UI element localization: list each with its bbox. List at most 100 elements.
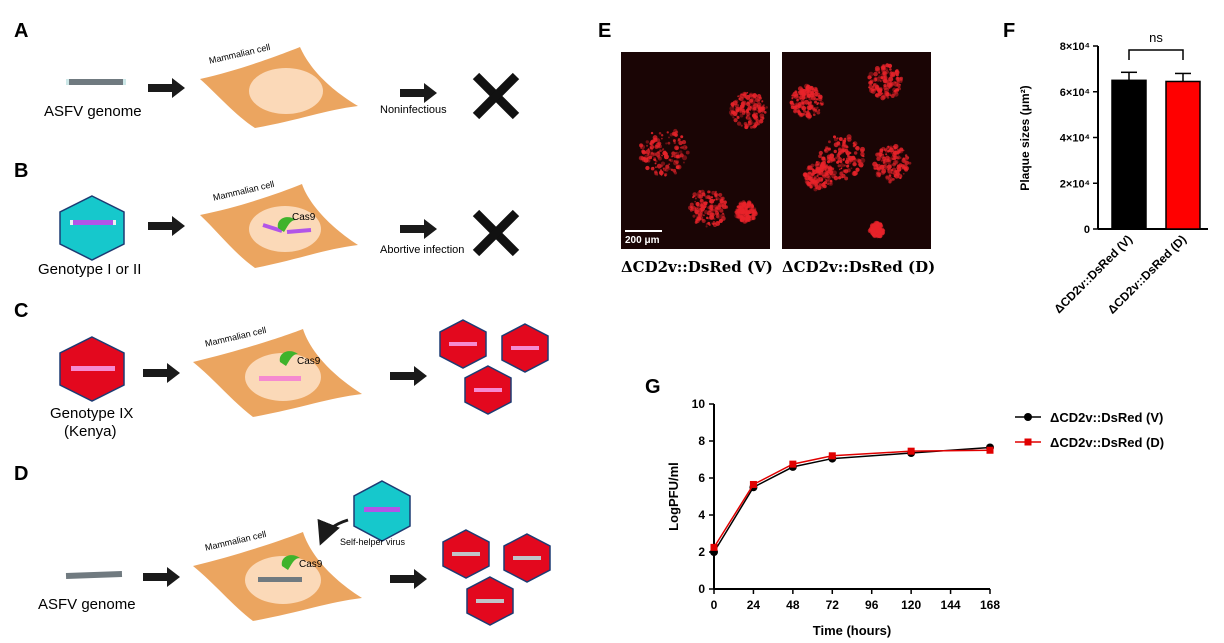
plaque-speck <box>754 114 757 117</box>
genotype-ix-label: Genotype IX <box>50 405 134 422</box>
plaque-speck <box>658 170 664 176</box>
y-tick-label: 10 <box>692 397 706 411</box>
plaque-speck <box>671 155 674 158</box>
plaque-speck <box>890 172 894 175</box>
plaque-speck <box>872 232 876 237</box>
plaque-speck <box>742 214 746 217</box>
plaque-speck <box>752 104 755 107</box>
plaque-speck <box>825 173 830 179</box>
plaque-speck <box>838 147 842 151</box>
plaque-speck <box>688 205 693 211</box>
data-point <box>749 480 757 488</box>
plaque-speck <box>872 161 878 167</box>
plaque-speck <box>706 216 709 220</box>
plaque-speck <box>730 102 735 107</box>
plaque-speck <box>673 154 678 158</box>
plaque-speck <box>844 159 849 164</box>
plaque-speck <box>813 86 818 92</box>
plaque-speck <box>876 156 881 162</box>
fragmented-viral-dna <box>262 223 283 233</box>
plaque-speck <box>640 146 643 149</box>
plaque-speck <box>758 119 764 124</box>
plaque-speck <box>646 157 649 160</box>
plaque-speck <box>680 135 684 139</box>
viral-dna <box>259 376 301 381</box>
plaque-speck <box>895 77 900 81</box>
genotype-i-ii-label: Genotype I or II <box>38 261 142 278</box>
plaque-speck <box>838 168 841 171</box>
plaque-speck <box>829 179 833 183</box>
plaque-speck <box>746 101 751 107</box>
x-tick-label: 0 <box>711 598 718 612</box>
plaque-speck <box>739 113 744 118</box>
plaque-speck <box>881 168 887 174</box>
plaque-speck <box>824 164 829 170</box>
plaque-speck <box>885 153 888 156</box>
plaque-speck <box>745 208 748 212</box>
plaque-speck <box>894 152 896 155</box>
x-tick-label: 48 <box>786 598 800 612</box>
plaque-speck <box>820 178 824 181</box>
plaque-speck <box>903 166 907 169</box>
plaque-speck <box>651 138 657 144</box>
plaque-speck <box>868 84 873 89</box>
plaque-speck <box>874 226 877 229</box>
y-tick-label: 2×10⁴ <box>1060 178 1090 190</box>
plaque-speck <box>853 151 858 155</box>
plaque-speck <box>674 145 679 151</box>
plaque-speck <box>744 123 749 129</box>
plaque-speck <box>815 161 821 166</box>
plaque-speck <box>840 167 843 170</box>
plaque-speck <box>888 84 893 89</box>
plaque-speck <box>842 169 846 173</box>
plaque-speck <box>705 225 708 228</box>
panel-letter-d: D <box>14 463 29 485</box>
plaque-speck <box>858 162 864 168</box>
plaque-speck <box>708 197 711 200</box>
plaque-speck <box>824 168 827 172</box>
plaque-speck <box>669 132 674 137</box>
plaque-speck <box>655 142 661 148</box>
plaque-speck <box>711 222 714 225</box>
micrograph-caption-v: ΔCD2v::DsRed (V) <box>621 258 773 276</box>
plaque-speck <box>817 186 822 191</box>
plaque-speck <box>671 151 676 156</box>
plaque-speck <box>875 67 881 73</box>
plaque-speck <box>737 95 740 98</box>
plaque-speck <box>894 150 897 153</box>
y-tick-label: 8 <box>698 434 705 448</box>
plaque-speck <box>719 209 724 213</box>
x-axis-label: Time (hours) <box>813 623 892 638</box>
plaque-speck <box>714 190 717 193</box>
plaque-speck <box>742 201 747 206</box>
plaque-speck <box>806 84 810 88</box>
plaque-speck <box>752 94 755 97</box>
plaque-speck <box>852 155 854 158</box>
plaque-speck <box>712 220 716 224</box>
plaque-speck <box>879 154 882 158</box>
plaque-speck <box>870 76 872 79</box>
plaque-speck <box>893 81 896 84</box>
plaque-speck <box>877 227 883 232</box>
plaque-speck <box>874 229 879 234</box>
plaque-speck <box>905 155 910 160</box>
panel-a <box>66 47 520 128</box>
plaque <box>802 160 834 192</box>
plaque-speck <box>875 87 880 92</box>
plaque-speck <box>812 107 816 111</box>
plaque-speck <box>749 98 754 103</box>
plaque-speck <box>885 175 889 179</box>
plaque-speck <box>745 220 748 223</box>
plaque-speck <box>850 167 853 170</box>
plaque-speck <box>846 154 850 158</box>
cas9-icon <box>279 351 298 366</box>
plaque-speck <box>660 134 664 137</box>
plaque-speck <box>860 151 865 157</box>
plaque-speck <box>875 223 879 227</box>
plaque-speck <box>734 99 739 104</box>
panel-letter-a: A <box>14 20 29 42</box>
plaque-speck <box>714 194 718 198</box>
plaque <box>872 143 912 184</box>
plaque-speck <box>817 93 821 96</box>
